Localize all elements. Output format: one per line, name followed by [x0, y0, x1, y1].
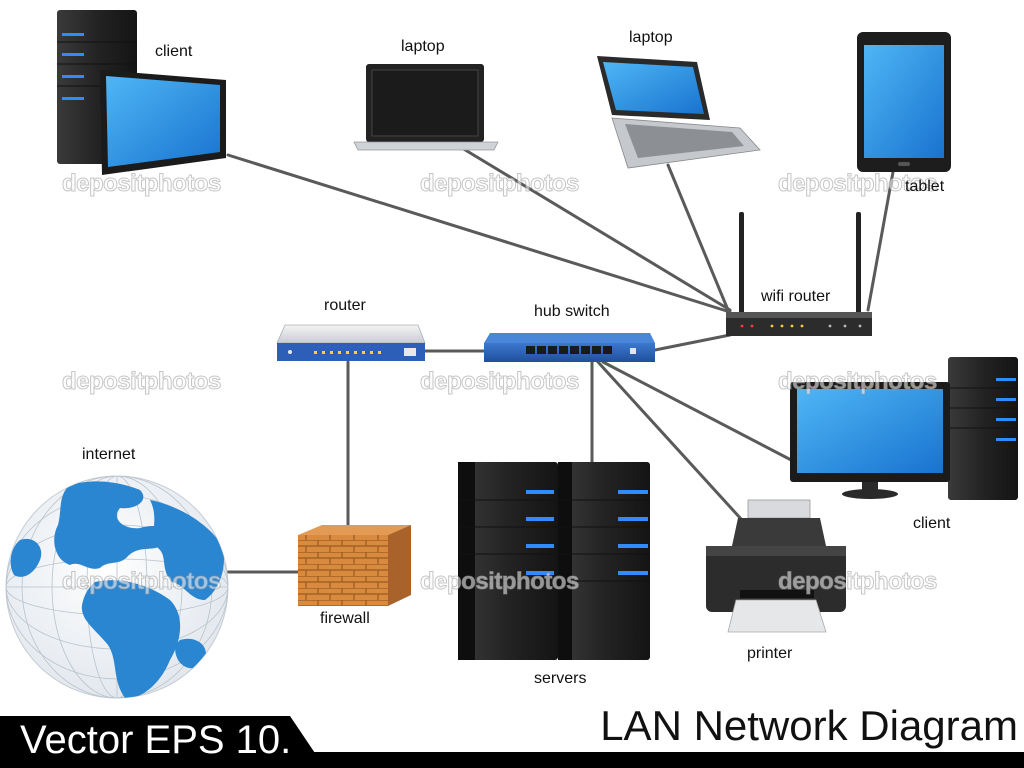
client-right-device [790, 357, 1018, 500]
label-wifi-router: wifi router [761, 288, 831, 305]
cable-tablet-wifi [866, 170, 895, 312]
label-servers: servers [534, 670, 587, 687]
label-client-top: client [155, 43, 193, 60]
label-client-right: client [913, 515, 951, 532]
label-hub-switch: hub switch [534, 303, 610, 320]
cable-laptop-right-wifi [666, 163, 730, 312]
label-router: router [324, 297, 366, 314]
client-top-device [57, 10, 226, 175]
label-tablet: tablet [905, 178, 945, 195]
wifi-router-device [726, 212, 872, 336]
cable-laptop-left-wifi [460, 146, 732, 312]
cables [226, 146, 895, 574]
cable-switch-printer [596, 360, 744, 522]
label-laptop-left: laptop [401, 38, 445, 55]
cable-switch-wifi [653, 333, 732, 352]
label-internet: internet [82, 446, 136, 463]
laptop-right-device [597, 56, 761, 169]
label-firewall: firewall [320, 610, 370, 627]
label-laptop-right: laptop [629, 29, 673, 46]
cable-client-wifi [226, 153, 732, 314]
diagram-title: LAN Network Diagram [600, 702, 1018, 749]
tablet-device [857, 32, 951, 172]
laptop-left-device [353, 64, 499, 151]
router-device [276, 324, 426, 361]
hub-switch-device [484, 333, 655, 362]
internet-globe [5, 475, 229, 699]
cable-switch-client-right [601, 360, 797, 464]
label-printer: printer [747, 645, 793, 662]
firewall-device [298, 525, 411, 606]
printer-device [706, 499, 846, 633]
servers-device [458, 462, 650, 660]
footer-vector-text: Vector EPS 10. [20, 718, 292, 762]
footer-left-banner [0, 716, 325, 768]
